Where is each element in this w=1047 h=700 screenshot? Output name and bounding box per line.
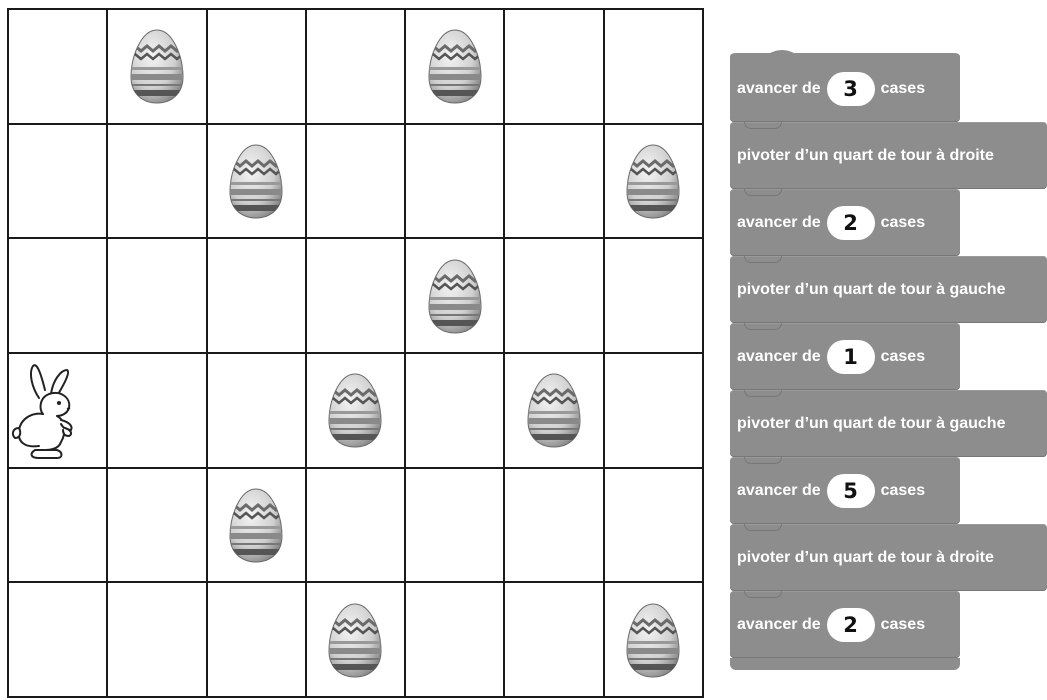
board-cell bbox=[208, 125, 307, 240]
board-cell bbox=[307, 239, 406, 354]
block-notch bbox=[744, 189, 782, 196]
step-count-input[interactable]: 3 bbox=[827, 72, 875, 106]
board-cell bbox=[605, 239, 704, 354]
block-notch bbox=[744, 390, 782, 397]
board-cell bbox=[208, 583, 307, 698]
board-cell bbox=[307, 354, 406, 469]
block-label: pivoter d’un quart de tour à droite bbox=[737, 147, 994, 165]
board-cell bbox=[108, 10, 207, 125]
block-label: avancer de bbox=[737, 348, 821, 366]
board-cell bbox=[505, 583, 604, 698]
board-cell bbox=[9, 10, 108, 125]
block-label: avancer de bbox=[737, 214, 821, 232]
board-cell bbox=[406, 354, 505, 469]
move-block[interactable]: avancer de 2 cases bbox=[730, 189, 960, 256]
easter-egg-icon bbox=[625, 601, 681, 679]
board-cell bbox=[108, 354, 207, 469]
easter-egg-icon bbox=[427, 257, 483, 335]
turn-block[interactable]: pivoter d’un quart de tour à gauche bbox=[730, 256, 1047, 323]
board-cell bbox=[505, 239, 604, 354]
block-tail bbox=[730, 658, 960, 670]
board-cell bbox=[605, 469, 704, 584]
board-cell bbox=[9, 125, 108, 240]
board-cell bbox=[208, 10, 307, 125]
block-notch bbox=[744, 323, 782, 330]
game-board bbox=[7, 8, 704, 698]
block-label: pivoter d’un quart de tour à droite bbox=[737, 549, 994, 567]
board-cell bbox=[108, 239, 207, 354]
turn-block[interactable]: pivoter d’un quart de tour à droite bbox=[730, 122, 1047, 189]
board-cell bbox=[108, 583, 207, 698]
block-label: avancer de bbox=[737, 80, 821, 98]
step-count-input[interactable]: 5 bbox=[827, 474, 875, 508]
block-unit: cases bbox=[881, 214, 926, 232]
block-unit: cases bbox=[881, 482, 926, 500]
board-cell bbox=[307, 10, 406, 125]
board-cell bbox=[505, 10, 604, 125]
board-cell bbox=[605, 125, 704, 240]
board-cell bbox=[505, 125, 604, 240]
board-cell bbox=[208, 469, 307, 584]
bunny-icon bbox=[9, 358, 93, 462]
board-cell bbox=[505, 469, 604, 584]
turn-block[interactable]: pivoter d’un quart de tour à gauche bbox=[730, 390, 1047, 457]
move-block[interactable]: avancer de 3 cases bbox=[730, 55, 960, 122]
block-unit: cases bbox=[881, 616, 926, 634]
easter-egg-icon bbox=[526, 371, 582, 449]
board-cell bbox=[605, 583, 704, 698]
block-notch bbox=[744, 256, 782, 263]
block-notch bbox=[744, 457, 782, 464]
board-cell bbox=[505, 354, 604, 469]
board-cell bbox=[406, 239, 505, 354]
step-count-input[interactable]: 1 bbox=[827, 340, 875, 374]
board-cell bbox=[406, 469, 505, 584]
block-unit: cases bbox=[881, 80, 926, 98]
block-label: pivoter d’un quart de tour à gauche bbox=[737, 415, 1005, 433]
board-cell bbox=[208, 354, 307, 469]
block-label: avancer de bbox=[737, 482, 821, 500]
block-notch bbox=[744, 524, 782, 531]
block-hat bbox=[730, 47, 960, 61]
block-notch bbox=[744, 122, 782, 129]
board-cell bbox=[9, 583, 108, 698]
board-cell bbox=[108, 469, 207, 584]
block-unit: cases bbox=[881, 348, 926, 366]
turn-block[interactable]: pivoter d’un quart de tour à droite bbox=[730, 524, 1047, 591]
board-cell bbox=[307, 125, 406, 240]
board-cell bbox=[605, 10, 704, 125]
step-count-input[interactable]: 2 bbox=[827, 206, 875, 240]
board-cell bbox=[9, 354, 108, 469]
step-count-input[interactable]: 2 bbox=[827, 608, 875, 642]
board-cell bbox=[406, 10, 505, 125]
block-label: pivoter d’un quart de tour à gauche bbox=[737, 281, 1005, 299]
board-cell bbox=[406, 125, 505, 240]
board-cell bbox=[9, 469, 108, 584]
easter-egg-icon bbox=[625, 142, 681, 220]
move-block[interactable]: avancer de 2 cases bbox=[730, 591, 960, 658]
easter-egg-icon bbox=[327, 371, 383, 449]
board-cell bbox=[108, 125, 207, 240]
board-cell bbox=[605, 354, 704, 469]
easter-egg-icon bbox=[228, 142, 284, 220]
easter-egg-icon bbox=[327, 601, 383, 679]
move-block[interactable]: avancer de 1 cases bbox=[730, 323, 960, 390]
board-cell bbox=[9, 239, 108, 354]
board-cell bbox=[307, 583, 406, 698]
board-cell bbox=[406, 583, 505, 698]
board-cell bbox=[208, 239, 307, 354]
board-cell bbox=[307, 469, 406, 584]
block-label: avancer de bbox=[737, 616, 821, 634]
move-block[interactable]: avancer de 5 cases bbox=[730, 457, 960, 524]
block-notch bbox=[744, 591, 782, 598]
easter-egg-icon bbox=[129, 27, 185, 105]
easter-egg-icon bbox=[228, 486, 284, 564]
code-script: avancer de 3 cases pivoter d’un quart de to… bbox=[730, 55, 1047, 658]
easter-egg-icon bbox=[427, 27, 483, 105]
